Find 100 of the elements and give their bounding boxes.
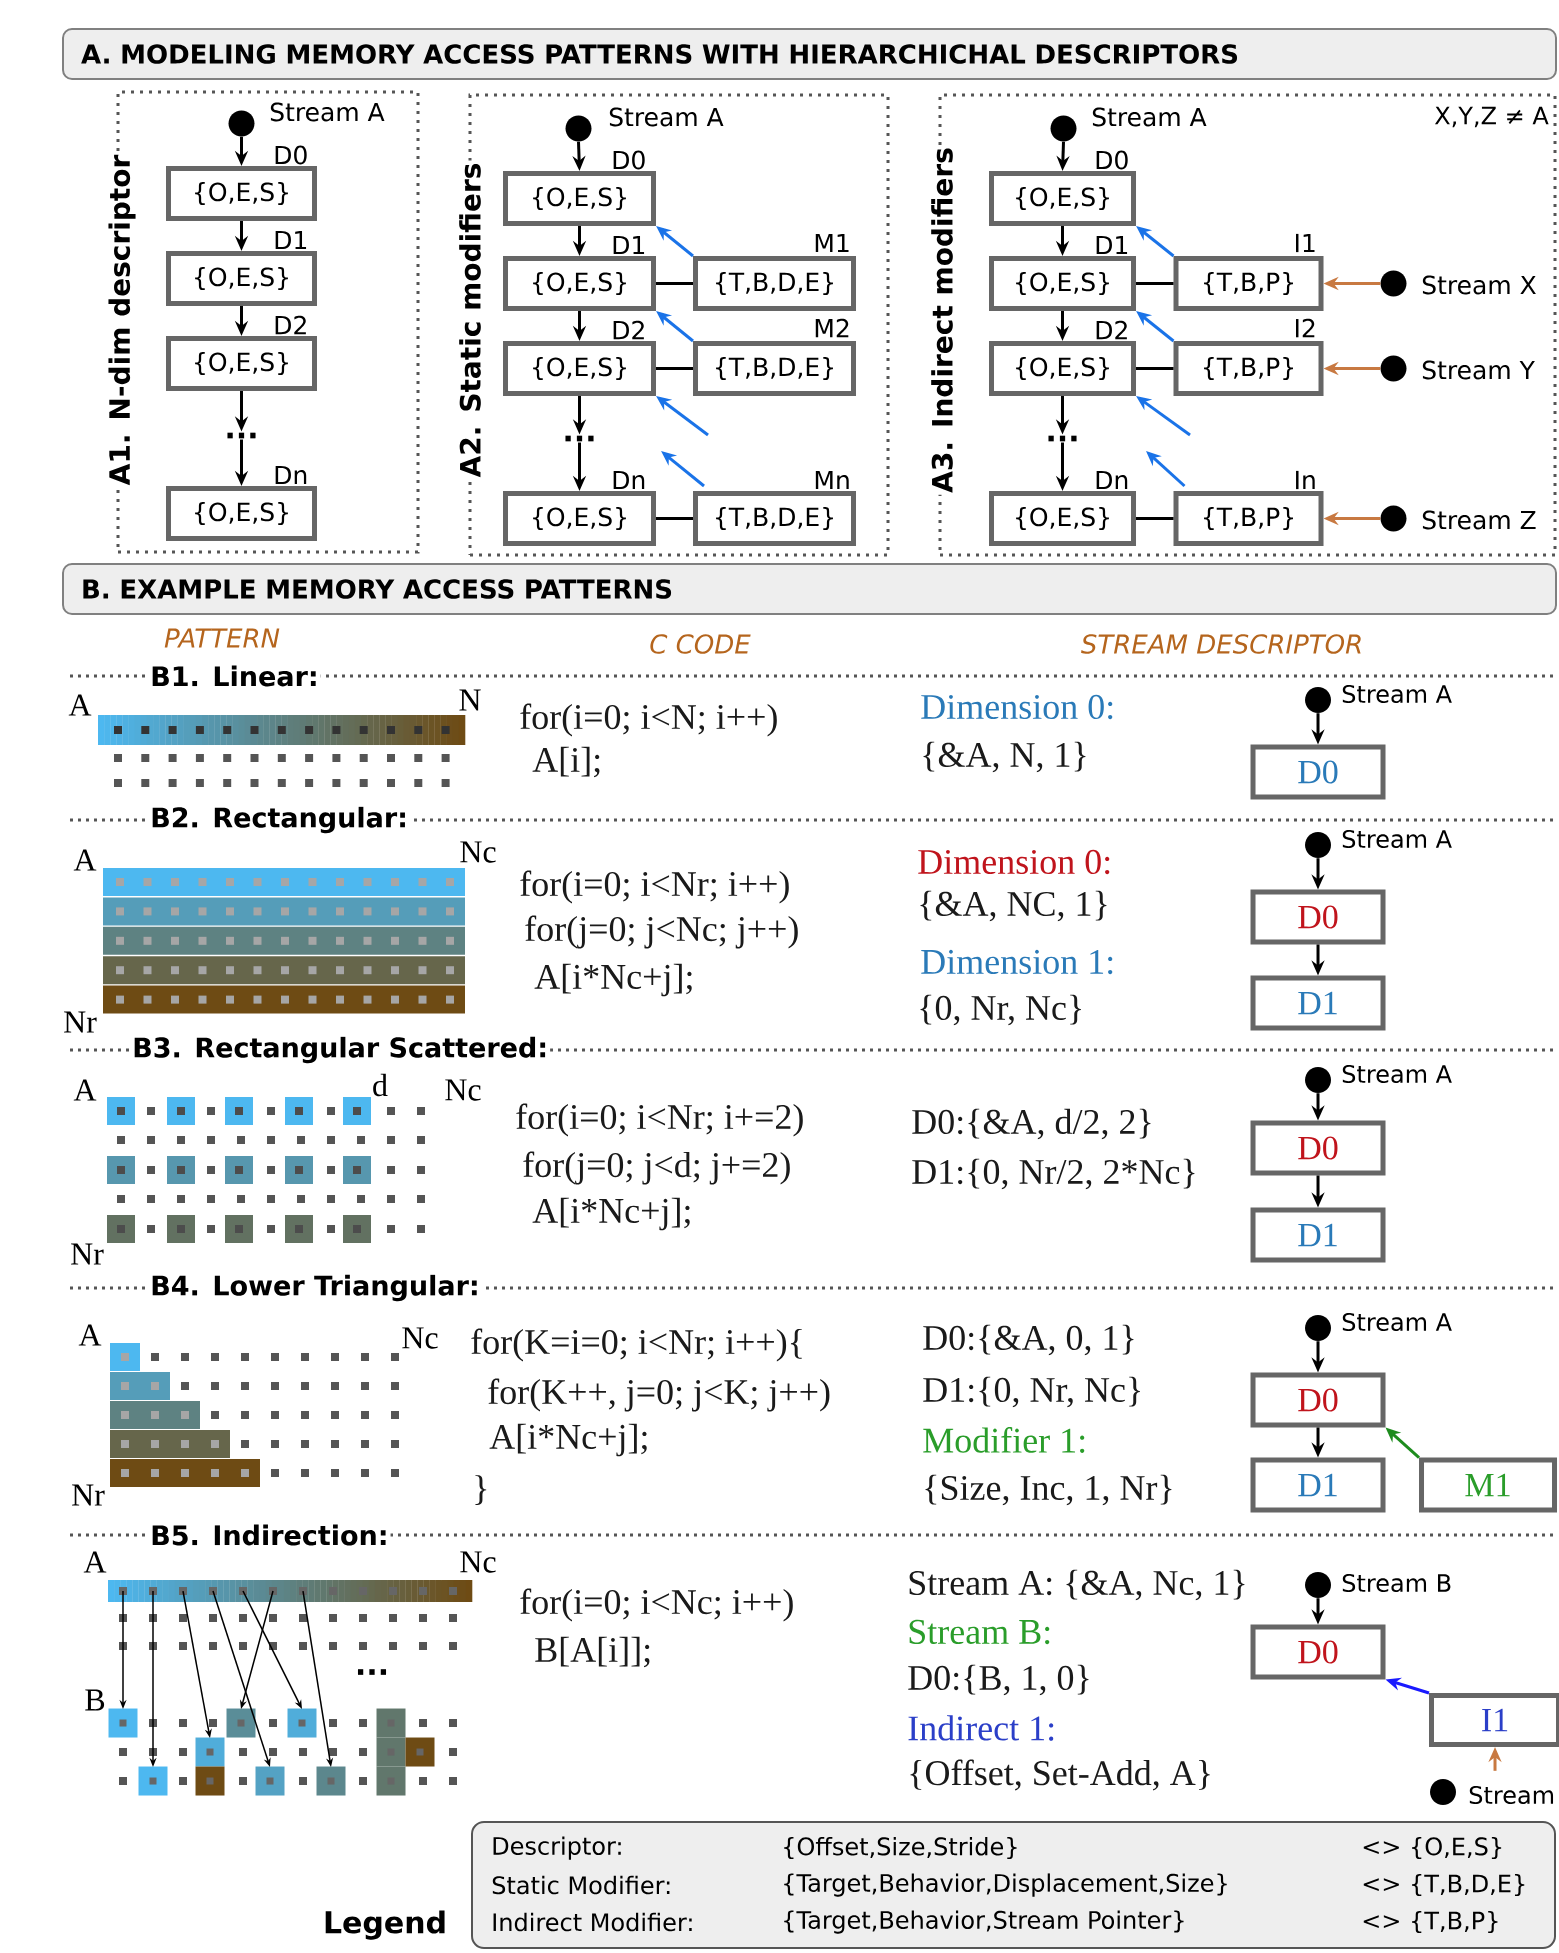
- code-line: for(K=i=0; i<Nr; i++){: [471, 1328, 802, 1362]
- node-label: In: [1296, 470, 1315, 490]
- code-line: for(j=0; j<Nc; j++): [525, 915, 798, 949]
- descriptor-box: D0: [1250, 1624, 1386, 1680]
- descriptor-box: {O,E,S}: [989, 341, 1136, 396]
- descriptor-box: {O,E,S}: [503, 256, 656, 311]
- axis-label: N: [459, 689, 481, 711]
- descriptor-box: {O,E,S}: [503, 171, 656, 226]
- code-line: {Offset, Set-Add, A}: [910, 1759, 1210, 1791]
- row-heading: B4. Lower Triangular:: [148, 1272, 482, 1304]
- descriptor-box: {O,E,S}: [503, 491, 656, 546]
- descriptor-box: I1: [1429, 1693, 1559, 1747]
- axis-label: A: [78, 1324, 102, 1346]
- axis-label: A: [73, 1079, 97, 1101]
- axis-label: A: [68, 694, 92, 716]
- node-label: Descriptor:: [493, 1836, 621, 1860]
- row-heading: B2. Rectangular:: [148, 804, 410, 836]
- code-line: Indirect 1:: [908, 1715, 1054, 1741]
- descriptor-box: {T,B,D,E}: [693, 341, 856, 396]
- code-line: for(i=0; i<Nr; i++): [520, 870, 789, 904]
- node-label: {Target,Behavior,Displacement,Size}: [784, 1873, 1227, 1897]
- descriptor-box: {O,E,S}: [989, 171, 1136, 226]
- node-label: D2: [613, 320, 644, 340]
- code-line: Stream A: {&A, Nc, 1}: [909, 1569, 1245, 1601]
- panel-note: X,Y,Z ≠ A: [1434, 106, 1549, 128]
- node-label: M1: [815, 233, 849, 253]
- node-label: Stream A: [270, 102, 385, 122]
- code-line: {Size, Inc, 1, Nr}: [925, 1474, 1172, 1506]
- descriptor-box: D0: [1250, 889, 1386, 945]
- code-line: Stream B:: [909, 1619, 1050, 1645]
- node-label: M2: [815, 318, 849, 338]
- code-line: for(j=0; j<d; j+=2): [523, 1151, 790, 1185]
- node-label: Stream B: [1342, 1573, 1451, 1593]
- code-line: A[i*Nc+j];: [532, 1197, 690, 1231]
- node-label: Dn: [1096, 470, 1128, 490]
- code-line: A[i*Nc+j];: [534, 963, 692, 997]
- node-label: Stream A: [1342, 829, 1452, 849]
- node-label: I2: [1296, 318, 1315, 338]
- legend-box: Descriptor: {Offset,Size,Stride} <> {O,E,S} Static Modifier: {Target,Behavior,Displacement,Size} <> {T,B,D,E} Indirect Modifier: {Target,Behavior,Stream Pointer} <> {T,B,P}: [471, 1821, 1556, 1949]
- section-header: B. EXAMPLE MEMORY ACCESS PATTERNS: [62, 563, 1557, 615]
- axis-label: B: [85, 1689, 105, 1711]
- code-line: Dimension 0:: [918, 849, 1110, 875]
- node-label: D2: [275, 315, 306, 335]
- code-line: D0:{&A, d/2, 2}: [912, 1108, 1151, 1140]
- legend-title: Legend: [325, 1910, 445, 1940]
- node-label: Stream X: [1422, 275, 1536, 295]
- node-label: <> {T,B,D,E}: [1363, 1873, 1525, 1897]
- panel-title: A3. Indirect modifiers: [929, 145, 955, 495]
- descriptor-box: {T,B,P}: [1173, 256, 1324, 311]
- code-line: for(i=0; i<N; i++): [520, 703, 777, 737]
- node-label: D2: [1096, 320, 1127, 340]
- code-line: B[A[i]];: [535, 1636, 650, 1668]
- ellipsis: ...: [357, 1669, 387, 1675]
- panel-title: A2. Static modifiers: [457, 160, 483, 480]
- code-line: for(K++, j=0; j<K; j++): [488, 1378, 830, 1412]
- row-heading: B3. Rectangular Scattered:: [130, 1034, 551, 1066]
- descriptor-box: D0: [1250, 1372, 1386, 1428]
- node-label: Stream: [1469, 1785, 1553, 1805]
- descriptor-box: D1: [1250, 1207, 1386, 1263]
- descriptor-box: {O,E,S}: [166, 486, 317, 541]
- descriptor-box: {T,B,D,E}: [693, 491, 856, 546]
- node-label: Static Modifier:: [492, 1875, 670, 1895]
- node-label: Dn: [613, 470, 645, 490]
- code-line: D1:{0, Nr, Nc}: [923, 1376, 1140, 1408]
- code-line: D0:{B, 1, 0}: [908, 1664, 1089, 1696]
- node-label: I1: [1296, 233, 1315, 253]
- axis-label: Nr: [72, 1484, 105, 1506]
- node-label: D0: [1096, 150, 1128, 170]
- ellipsis: ...: [565, 435, 594, 442]
- code-line: D0:{&A, 0, 1}: [923, 1324, 1134, 1356]
- descriptor-box: D0: [1250, 1120, 1386, 1176]
- descriptor-box: {O,E,S}: [503, 341, 656, 396]
- node-label: D1: [613, 235, 645, 255]
- node-label: D0: [275, 145, 307, 165]
- node-label: D1: [275, 230, 307, 250]
- code-line: Modifier 1:: [923, 1427, 1085, 1453]
- node-label: Stream A: [1342, 1312, 1452, 1332]
- axis-label: Nr: [64, 1011, 97, 1033]
- node-label: Mn: [815, 470, 849, 490]
- node-label: {Target,Behavior,Stream Pointer}: [784, 1910, 1184, 1934]
- descriptor-box: M1: [1419, 1457, 1557, 1513]
- descriptor-box: {T,B,P}: [1173, 491, 1324, 546]
- node-label: Stream A: [1342, 1064, 1452, 1084]
- node-label: Stream A: [1092, 107, 1207, 127]
- ellipsis: ...: [227, 432, 256, 439]
- axis-label: Nc: [460, 1551, 496, 1573]
- section-header: A. MODELING MEMORY ACCESS PATTERNS WITH HIERARCHICHAL DESCRIPTORS: [62, 28, 1557, 80]
- descriptor-box: D1: [1250, 975, 1386, 1031]
- axis-label: A: [73, 849, 97, 871]
- node-label: Stream Y: [1422, 360, 1535, 380]
- descriptor-box: {O,E,S}: [166, 336, 317, 391]
- descriptor-box: D1: [1250, 1457, 1386, 1513]
- descriptor-box: {O,E,S}: [166, 166, 317, 221]
- code-line: Dimension 1:: [921, 949, 1113, 975]
- axis-label: Nc: [460, 841, 496, 863]
- axis-label: Nc: [445, 1079, 481, 1101]
- descriptor-box: D0: [1250, 744, 1386, 800]
- code-line: {&A, NC, 1}: [920, 890, 1107, 922]
- node-label: Indirect Modifier:: [493, 1912, 692, 1932]
- node-label: {Offset,Size,Stride}: [784, 1836, 1017, 1860]
